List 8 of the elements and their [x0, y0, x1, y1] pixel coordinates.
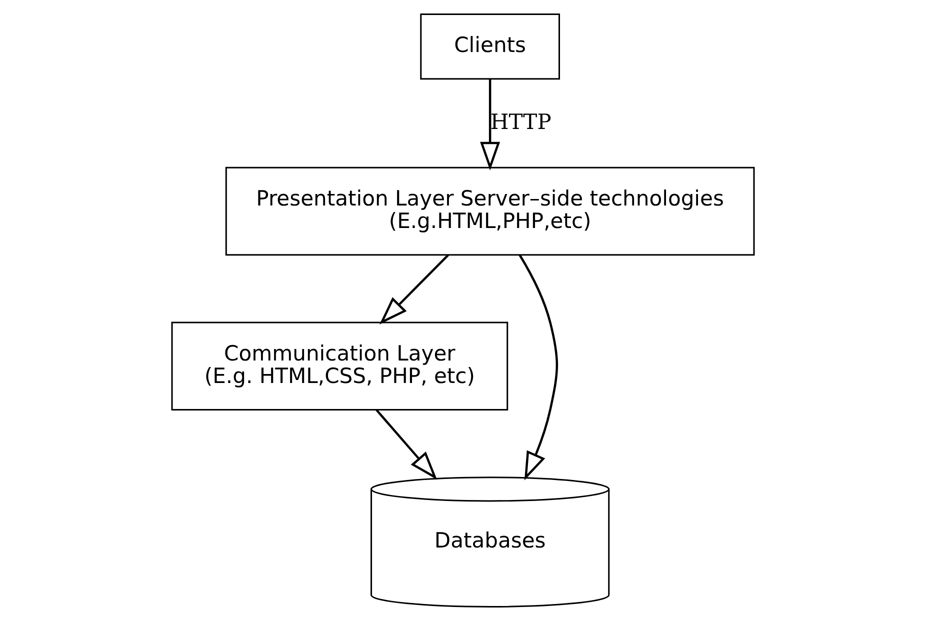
node-box: Presentation Layer Server–side technologies (E.g.HTML,PHP,etc)	[224, 166, 754, 256]
arrow	[378, 254, 448, 324]
node-box: Communication Layer (E.g. HTML,CSS, PHP, etc)	[170, 322, 508, 410]
arrow	[375, 409, 437, 480]
arrow	[480, 79, 500, 170]
edge-label: HTTP	[490, 108, 551, 134]
arrow	[518, 254, 558, 480]
node-box: Clients	[420, 14, 560, 80]
